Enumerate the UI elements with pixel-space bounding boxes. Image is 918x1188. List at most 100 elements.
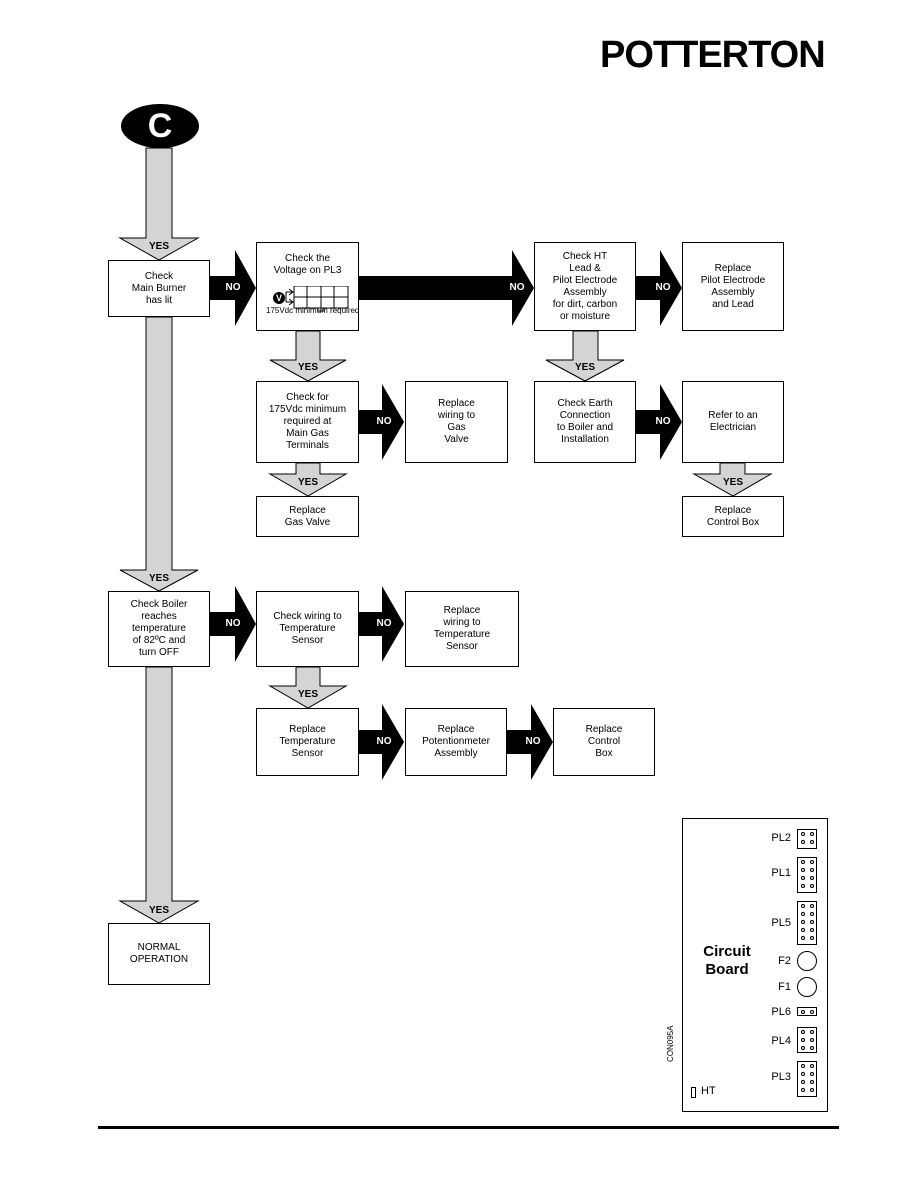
yes-label: YES: [297, 477, 318, 488]
connector-pin: [810, 1088, 814, 1092]
connector-pin: [810, 1030, 814, 1034]
no-arrow-boiler-wiring: [210, 586, 256, 662]
box-replace-potentiometer: Replace Potentionmeter Assembly: [405, 708, 507, 776]
connector-pl5: [797, 901, 817, 945]
box-check-175vdc: Check for 175Vdc minimum required at Mai…: [256, 381, 359, 463]
down-arrow-main-boiler: [119, 316, 199, 592]
no-label: NO: [376, 736, 392, 747]
drawing-reference: CON095A: [666, 1025, 675, 1062]
no-label: NO: [525, 736, 541, 747]
box-replace-pilot-electrode: Replace Pilot Electrode Assembly and Lea…: [682, 242, 784, 331]
connector-pin: [801, 876, 805, 880]
box-check-main-burner: Check Main Burner has lit: [108, 260, 210, 317]
potterton-logo: POTTERTON: [600, 34, 842, 82]
connector-pin: [810, 1010, 814, 1014]
connector-pin: [810, 832, 814, 836]
connector-label: PL3: [771, 1071, 791, 1083]
box-check-wiring-temp-sensor: Check wiring to Temperature Sensor: [256, 591, 359, 667]
connector-pin: [810, 1046, 814, 1050]
circuit-board-title: Circuit Board: [703, 943, 751, 978]
down-arrow-boiler-normal: [118, 666, 200, 924]
down-arrow-wiring-sensor: [268, 666, 348, 709]
no-label: NO: [225, 282, 241, 293]
no-label: NO: [225, 618, 241, 629]
start-node-c: C: [121, 104, 199, 148]
fuse-label: F2: [778, 955, 791, 967]
ht-terminal-icon: [691, 1087, 696, 1098]
connector-pin: [801, 1088, 805, 1092]
box-replace-wiring-gas-valve: Replace wiring to Gas Valve: [405, 381, 508, 463]
connector-pin: [810, 904, 814, 908]
no-label: NO: [376, 416, 392, 427]
box-refer-electrician: Refer to an Electrician: [682, 381, 784, 463]
connector-pin: [801, 1064, 805, 1068]
down-arrow-pl3-175: [269, 330, 347, 382]
connector-pin: [801, 1072, 805, 1076]
ht-label: HT: [701, 1085, 716, 1097]
connector-pin: [810, 912, 814, 916]
voltmeter-icon: V: [273, 292, 285, 304]
connector-pin: [801, 928, 805, 932]
connector-pin: [801, 1010, 805, 1014]
connector-pin: [801, 1046, 805, 1050]
connector-pin: [801, 840, 805, 844]
connector-pin: [810, 840, 814, 844]
connector-pl1: [797, 857, 817, 893]
connector-pin: [801, 1080, 805, 1084]
footer-rule: [98, 1126, 839, 1129]
box-normal-operation: NORMAL OPERATION: [108, 923, 210, 985]
yes-label: YES: [722, 477, 743, 488]
no-arrow-sensor-pot: [359, 704, 404, 780]
pl3-title: Check the Voltage on PL3: [273, 253, 342, 276]
no-arrow-ht-pilot: [636, 250, 682, 326]
connector-label: PL1: [771, 867, 791, 879]
box-replace-gas-valve: Replace Gas Valve: [256, 496, 359, 537]
connector-pin: [810, 876, 814, 880]
connector-pin: [810, 928, 814, 932]
no-arrow-pl3-ht: [359, 250, 534, 326]
connector-pin: [801, 1038, 805, 1042]
connector-label: PL4: [771, 1035, 791, 1047]
connector-pin: [801, 868, 805, 872]
circuit-board-diagram: Circuit Board PL2 PL1 PL5 F2 F1 PL6 PL4 …: [682, 818, 828, 1112]
connector-pin: [810, 920, 814, 924]
connector-pin: [801, 1030, 805, 1034]
box-replace-wiring-temp-sensor: Replace wiring to Temperature Sensor: [405, 591, 519, 667]
down-arrow-elec-control: [692, 462, 773, 497]
connector-label: PL2: [771, 832, 791, 844]
connector-pin: [810, 1064, 814, 1068]
down-arrow-175-gasvalve: [268, 462, 348, 497]
connector-pin: [801, 904, 805, 908]
yes-label: YES: [297, 689, 318, 700]
connector-label: PL5: [771, 917, 791, 929]
no-arrow-main-pl3: [210, 250, 256, 326]
down-arrow-c-main: [118, 147, 200, 261]
yes-label: YES: [148, 241, 169, 252]
pl3-voltage-note: 175Vdc minimum required: [266, 306, 360, 315]
connector-pl3: [797, 1061, 817, 1097]
connector-pin: [801, 936, 805, 940]
connector-pin: [801, 920, 805, 924]
yes-label: YES: [297, 362, 318, 373]
connector-label: PL6: [771, 1006, 791, 1018]
connector-pl6: [797, 1007, 817, 1016]
box-check-boiler-temperature: Check Boiler reaches temperature of 82ºC…: [108, 591, 210, 667]
no-label: NO: [509, 282, 525, 293]
no-arrow-earth-elec: [636, 384, 682, 460]
yes-label: YES: [148, 905, 169, 916]
no-arrow-wiring-replace: [359, 586, 404, 662]
no-arrow-175-wiring: [359, 384, 404, 460]
down-arrow-ht-earth: [545, 330, 625, 382]
connector-pin: [810, 936, 814, 940]
fuse-label: F1: [778, 981, 791, 993]
connector-pl2: [797, 829, 817, 849]
connector-pin: [810, 1038, 814, 1042]
connector-pin: [801, 912, 805, 916]
box-replace-temp-sensor: Replace Temperature Sensor: [256, 708, 359, 776]
connector-pin: [810, 884, 814, 888]
connector-pl4: [797, 1027, 817, 1053]
fuse-f2: [797, 951, 817, 971]
box-check-earth-connection: Check Earth Connection to Boiler and Ins…: [534, 381, 636, 463]
connector-pin: [810, 1072, 814, 1076]
